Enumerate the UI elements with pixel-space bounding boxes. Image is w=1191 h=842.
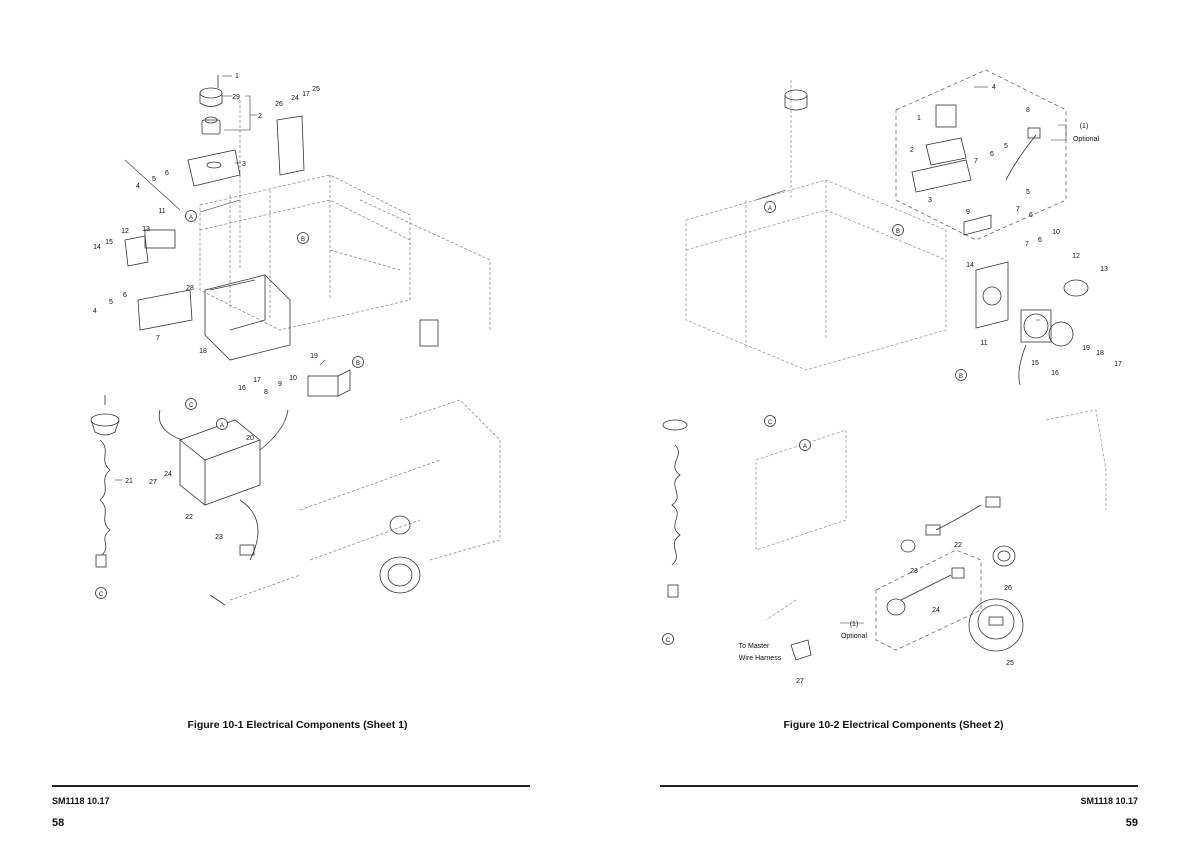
svg-text:3: 3 — [242, 161, 246, 168]
svg-text:B: B — [356, 361, 360, 367]
svg-text:6: 6 — [990, 151, 994, 158]
svg-text:23: 23 — [910, 568, 918, 575]
page-number: 59 — [1125, 817, 1138, 829]
svg-text:7: 7 — [156, 335, 160, 342]
svg-text:11: 11 — [158, 208, 165, 215]
svg-text:28: 28 — [186, 285, 194, 292]
svg-text:12: 12 — [1072, 253, 1080, 260]
svg-text:25: 25 — [312, 86, 320, 93]
svg-text:6: 6 — [123, 292, 127, 299]
svg-text:A: A — [803, 444, 807, 450]
svg-text:9: 9 — [278, 381, 282, 388]
svg-text:8: 8 — [1026, 107, 1030, 114]
svg-text:7: 7 — [1016, 206, 1020, 213]
svg-text:6: 6 — [1029, 212, 1033, 219]
svg-text:5: 5 — [152, 176, 156, 183]
svg-text:4: 4 — [992, 84, 996, 91]
svg-text:5: 5 — [1026, 189, 1030, 196]
page-number: 58 — [52, 817, 65, 829]
svg-text:Optional: Optional — [1073, 136, 1100, 143]
svg-text:25: 25 — [1006, 660, 1014, 667]
svg-text:27: 27 — [149, 479, 157, 486]
svg-text:15: 15 — [1031, 360, 1039, 367]
document-id: SM1118 10.17 — [1080, 796, 1138, 806]
figure-caption: Figure 10-2 Electrical Components (Sheet… — [783, 719, 1004, 731]
svg-text:17: 17 — [302, 91, 310, 98]
svg-text:24: 24 — [932, 607, 940, 614]
figure-caption: Figure 10-1 Electrical Components (Sheet… — [187, 719, 408, 731]
svg-text:27: 27 — [796, 678, 804, 685]
svg-text:A: A — [220, 423, 224, 429]
svg-text:(1): (1) — [850, 621, 859, 628]
svg-text:17: 17 — [253, 377, 261, 384]
svg-text:B: B — [959, 374, 963, 380]
svg-text:13: 13 — [142, 226, 150, 233]
svg-text:A: A — [768, 206, 772, 212]
svg-text:12: 12 — [121, 228, 129, 235]
svg-text:C: C — [189, 403, 194, 409]
svg-text:20: 20 — [246, 435, 254, 442]
svg-text:15: 15 — [105, 239, 113, 246]
exploded-diagram-sheet-1: 1 29 2 24 17 25 26 3 4 5 6 A 11 B 13 12 … — [90, 73, 501, 606]
svg-text:22: 22 — [954, 542, 962, 549]
svg-text:29: 29 — [232, 94, 240, 101]
svg-text:3: 3 — [928, 197, 932, 204]
svg-text:26: 26 — [1004, 585, 1012, 592]
svg-text:4: 4 — [136, 183, 140, 190]
svg-text:16: 16 — [1051, 370, 1059, 377]
svg-text:24: 24 — [291, 95, 299, 102]
right-page: 4 1 8 (1) Optional 2 7 6 5 3 5 A 9 7 6 B… — [596, 0, 1191, 842]
svg-text:1: 1 — [917, 115, 921, 122]
svg-text:18: 18 — [1096, 350, 1104, 357]
svg-text:13: 13 — [1100, 266, 1108, 273]
svg-text:22: 22 — [185, 514, 193, 521]
svg-text:2: 2 — [258, 113, 262, 120]
svg-text:B: B — [896, 229, 900, 235]
svg-text:7: 7 — [974, 158, 978, 165]
svg-text:5: 5 — [109, 299, 113, 306]
svg-text:1: 1 — [235, 73, 239, 80]
svg-text:4: 4 — [93, 308, 97, 315]
svg-text:2: 2 — [910, 147, 914, 154]
svg-text:16: 16 — [238, 385, 246, 392]
svg-text:Optional: Optional — [841, 633, 868, 640]
svg-text:26: 26 — [275, 101, 283, 108]
svg-text:5: 5 — [1004, 143, 1008, 150]
svg-text:C: C — [99, 592, 104, 598]
svg-text:(1): (1) — [1080, 123, 1089, 130]
svg-text:B: B — [301, 237, 305, 243]
svg-text:19: 19 — [1082, 345, 1090, 352]
svg-text:23: 23 — [215, 534, 223, 541]
footer-rule — [52, 785, 530, 787]
svg-text:18: 18 — [199, 348, 207, 355]
svg-text:10: 10 — [289, 375, 297, 382]
svg-text:9: 9 — [966, 209, 970, 216]
svg-text:14: 14 — [93, 244, 101, 251]
left-page: 1 29 2 24 17 25 26 3 4 5 6 A 11 B 13 12 … — [0, 0, 595, 842]
svg-text:10: 10 — [1052, 229, 1060, 236]
svg-text:6: 6 — [1038, 237, 1042, 244]
footer-rule — [660, 785, 1138, 787]
svg-text:24: 24 — [164, 471, 172, 478]
document-id: SM1118 10.17 — [52, 796, 110, 806]
svg-text:19: 19 — [310, 353, 318, 360]
svg-text:Wire Harness: Wire Harness — [739, 655, 782, 662]
svg-text:14: 14 — [966, 262, 974, 269]
svg-text:8: 8 — [264, 389, 268, 396]
svg-text:21: 21 — [125, 478, 133, 485]
svg-text:C: C — [768, 420, 773, 426]
svg-text:C: C — [666, 638, 671, 644]
svg-text:7: 7 — [1025, 241, 1029, 248]
svg-text:17: 17 — [1114, 361, 1122, 368]
exploded-diagram-sheet-2: 4 1 8 (1) Optional 2 7 6 5 3 5 A 9 7 6 B… — [662, 69, 1122, 685]
svg-text:To Master: To Master — [739, 643, 770, 650]
svg-text:11: 11 — [980, 340, 987, 347]
svg-text:A: A — [189, 215, 193, 221]
svg-text:6: 6 — [165, 170, 169, 177]
